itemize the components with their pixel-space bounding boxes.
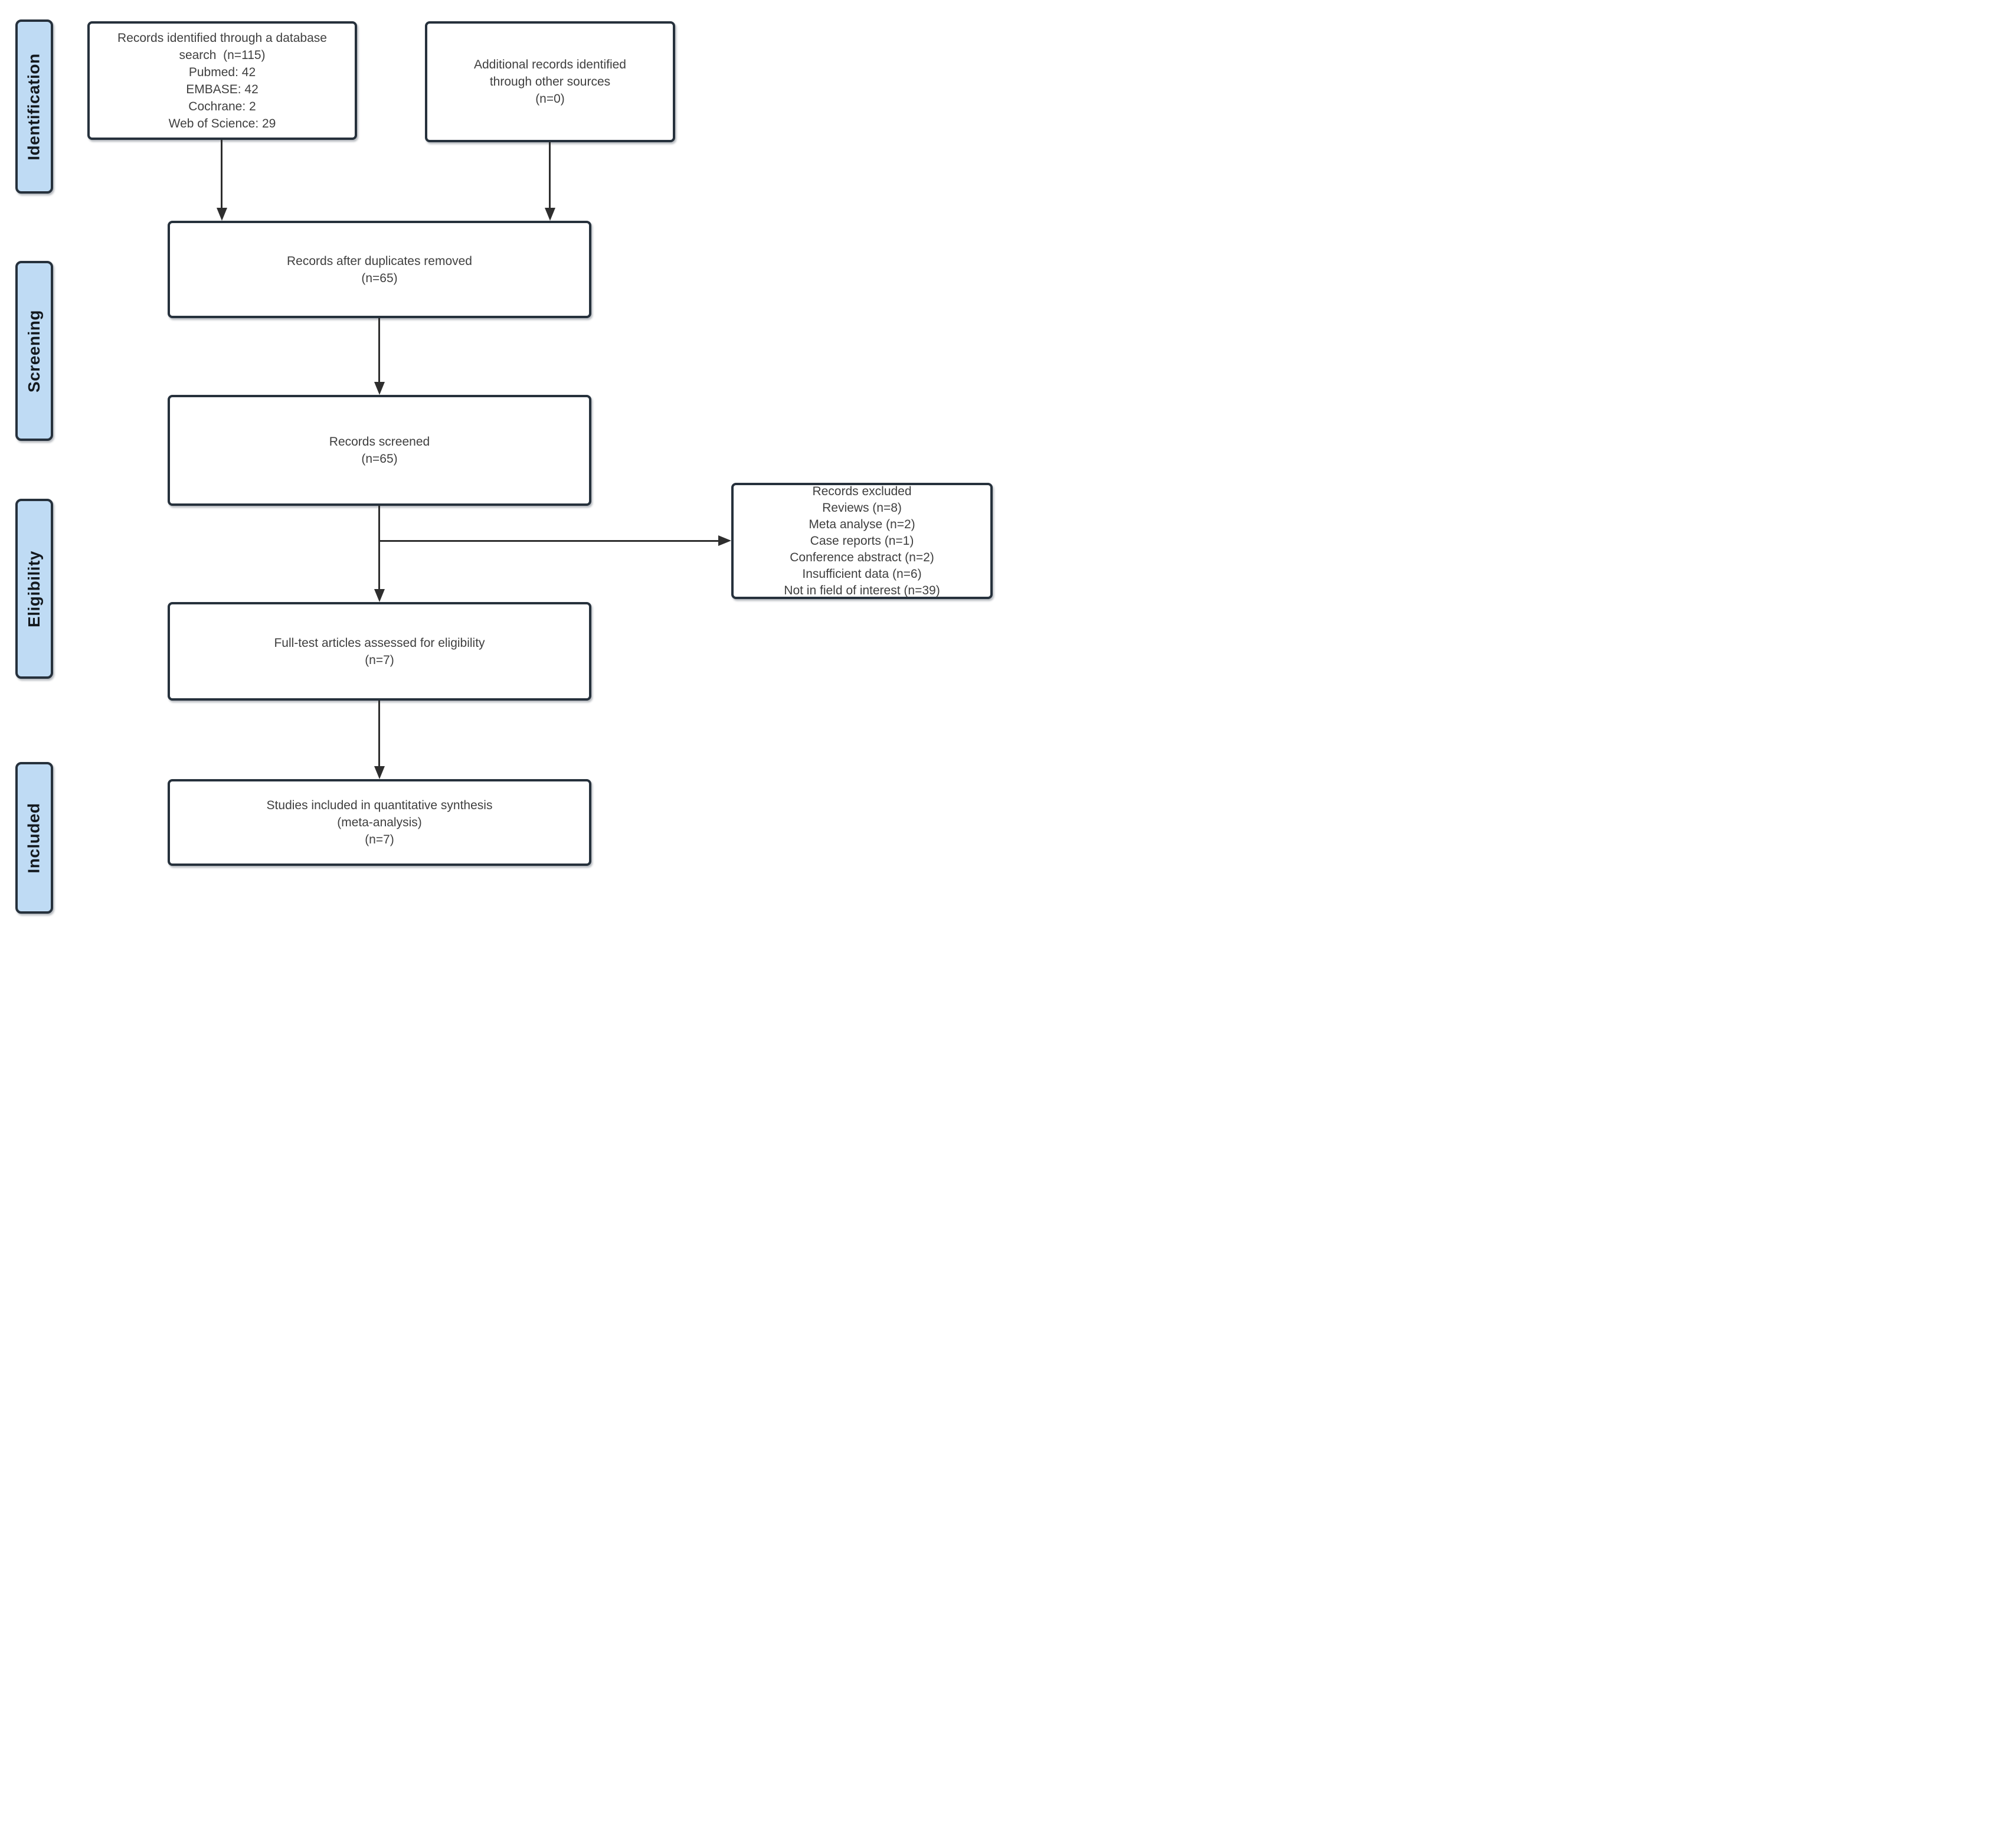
box-line: Additional records identified — [474, 58, 626, 71]
stage-eligibility-label: Eligibility — [25, 550, 43, 627]
box-line: (n=7) — [365, 653, 394, 667]
box-records-screened: Records screened (n=65) — [168, 395, 591, 506]
box-line: (n=0) — [535, 92, 565, 106]
box-line: Records excluded — [812, 484, 912, 498]
box-line: Meta analyse (n=2) — [809, 517, 915, 531]
box-line: (n=7) — [365, 833, 394, 846]
box-text: Records screened (n=65) — [170, 433, 589, 467]
box-records-identified-database: Records identified through a database se… — [87, 21, 357, 140]
arrow-screened-to-excluded — [379, 540, 719, 542]
box-text: Records after duplicates removed (n=65) — [170, 253, 589, 287]
box-text: Full-test articles assessed for eligibil… — [170, 634, 589, 669]
box-line: (meta-analysis) — [337, 816, 422, 829]
box-line: Conference abstract (n=2) — [790, 550, 934, 564]
box-line: through other sources — [489, 75, 611, 89]
stage-identification-label: Identification — [25, 53, 44, 161]
arrowhead-down-icon — [545, 208, 555, 221]
arrowhead-down-icon — [374, 766, 385, 779]
box-text: Studies included in quantitative synthes… — [170, 797, 589, 848]
arrow-duplicates-to-screened — [378, 318, 380, 383]
box-fulltext-assessed: Full-test articles assessed for eligibil… — [168, 602, 591, 701]
box-line: Reviews (n=8) — [822, 501, 902, 515]
box-line: Full-test articles assessed for eligibil… — [274, 636, 485, 650]
box-line: EMBASE: 42 — [186, 82, 259, 96]
arrowhead-down-icon — [217, 208, 227, 221]
box-line: Case reports (n=1) — [810, 534, 914, 548]
box-line: Pubmed: 42 — [188, 65, 256, 79]
stage-included-label: Included — [25, 802, 43, 874]
box-text: Records identified through a database se… — [90, 30, 355, 132]
arrow-screened-to-fulltext — [378, 506, 380, 590]
arrow-database-to-duplicates — [221, 140, 222, 209]
arrowhead-right-icon — [718, 535, 731, 546]
prisma-flow-diagram: Identification Screening Eligibility Inc… — [0, 0, 998, 924]
box-line: Records identified through a database — [117, 31, 327, 45]
box-records-excluded: Records excluded Reviews (n=8) Meta anal… — [731, 483, 993, 599]
box-line: search (n=115) — [179, 48, 266, 62]
box-line: Cochrane: 2 — [188, 99, 256, 113]
box-records-after-duplicates: Records after duplicates removed (n=65) — [168, 221, 591, 318]
arrow-fulltext-to-included — [378, 701, 380, 767]
box-line: (n=65) — [361, 452, 398, 466]
box-text: Records excluded Reviews (n=8) Meta anal… — [734, 483, 990, 599]
arrowhead-down-icon — [374, 382, 385, 395]
box-line: Studies included in quantitative synthes… — [266, 799, 493, 812]
arrowhead-down-icon — [374, 589, 385, 602]
stage-screening: Screening — [15, 261, 53, 441]
stage-eligibility: Eligibility — [15, 499, 53, 679]
box-text: Additional records identified through ot… — [427, 56, 673, 107]
box-studies-included-synthesis: Studies included in quantitative synthes… — [168, 779, 591, 866]
arrow-othersources-to-duplicates — [549, 142, 551, 209]
stage-identification: Identification — [15, 19, 53, 194]
box-line: (n=65) — [361, 271, 398, 285]
stage-included: Included — [15, 762, 53, 914]
stage-screening-label: Screening — [25, 309, 44, 393]
box-line: Records after duplicates removed — [287, 254, 472, 268]
box-additional-records-other-sources: Additional records identified through ot… — [425, 21, 675, 142]
box-line: Not in field of interest (n=39) — [784, 583, 940, 597]
box-line: Records screened — [329, 435, 430, 449]
box-line: Insufficient data (n=6) — [802, 567, 922, 581]
box-line: Web of Science: 29 — [168, 116, 276, 130]
